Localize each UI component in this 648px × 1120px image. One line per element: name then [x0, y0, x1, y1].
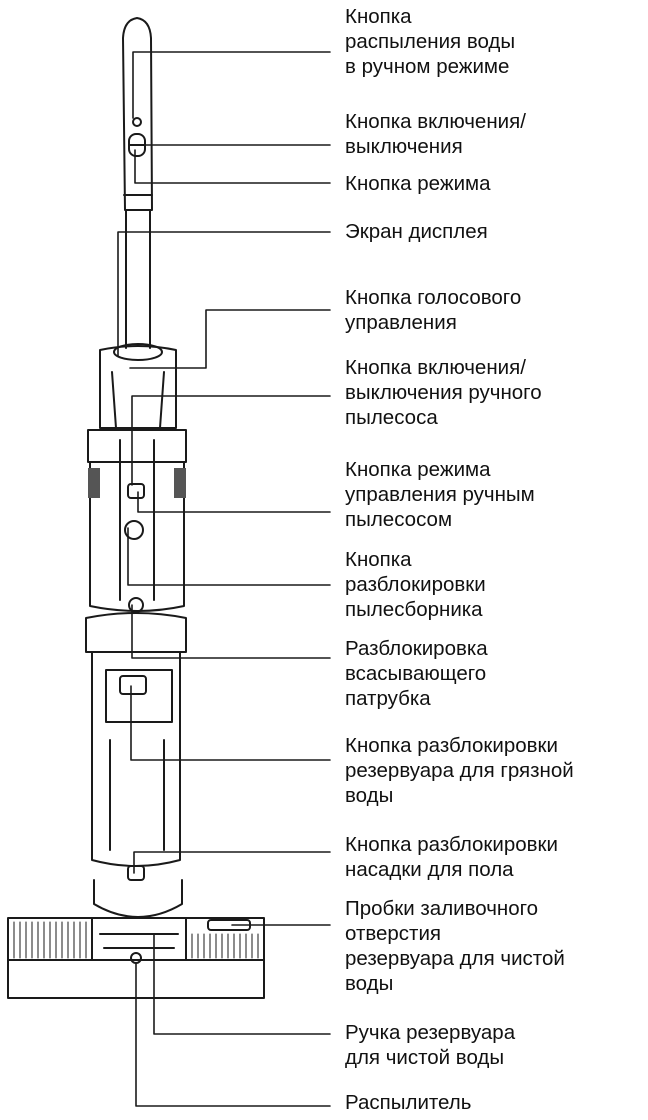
- label-clean-tank-fill-plugs: Пробки заливочного отверстия резервуара …: [345, 897, 565, 995]
- handheld-mode-button-shape: [127, 483, 145, 499]
- label-suction-inlet-release: Разблокировка всасывающего патрубка: [345, 637, 488, 710]
- dirty-tank-body: [85, 612, 187, 867]
- dustbin-release-button-shape: [128, 597, 144, 613]
- leader-floor-head: [133, 851, 331, 874]
- label-power-button: Кнопка включения/ выключения: [345, 110, 526, 158]
- leader-clean-tank-handle: [153, 933, 331, 1035]
- handheld-power-button-shape: [124, 520, 144, 540]
- sprayer-shape: [130, 952, 142, 964]
- label-handheld-mode-button: Кнопка режима управления ручным пылесосо…: [345, 458, 535, 531]
- label-handheld-power-button: Кнопка включения/ выключения ручного пыл…: [345, 356, 542, 429]
- leader-lines: [117, 51, 331, 1107]
- floor-head: [7, 917, 265, 999]
- label-clean-tank-handle: Ручка резервуара для чистой воды: [345, 1021, 516, 1069]
- leader-mode-button: [134, 149, 331, 184]
- label-spray-button: Кнопка распыления воды в ручном режиме: [345, 5, 516, 78]
- leader-dirty-tank: [130, 685, 331, 761]
- display-collar: [99, 343, 177, 429]
- neck: [93, 879, 183, 918]
- leader-handheld-power: [131, 395, 331, 486]
- handle-grip: [122, 17, 153, 211]
- leader-suction-inlet: [131, 604, 331, 659]
- leader-display-screen: [117, 231, 331, 357]
- leader-spray-button: [132, 51, 331, 119]
- floor-head-release-button-shape: [127, 865, 145, 881]
- label-mode-button: Кнопка режима: [345, 172, 491, 195]
- spray-button-shape: [132, 117, 142, 127]
- leader-voice-button: [129, 309, 331, 369]
- label-dirty-tank-release-button: Кнопка разблокировки резервуара для гряз…: [345, 734, 574, 807]
- label-display-screen: Экран дисплея: [345, 220, 488, 243]
- shaft: [125, 209, 151, 349]
- leader-sprayer: [135, 962, 331, 1107]
- leader-handheld-mode: [137, 491, 331, 513]
- leader-dustbin-release: [127, 527, 331, 586]
- floor-head-texture: [13, 921, 259, 959]
- label-sprayer: Распылитель: [345, 1091, 472, 1114]
- suction-inlet-release-shape: [119, 675, 147, 695]
- label-voice-button: Кнопка голосового управления: [345, 286, 522, 334]
- label-dustbin-release-button: Кнопка разблокировки пылесборника: [345, 548, 486, 621]
- label-floor-head-release-button: Кнопка разблокировки насадки для пола: [345, 833, 558, 881]
